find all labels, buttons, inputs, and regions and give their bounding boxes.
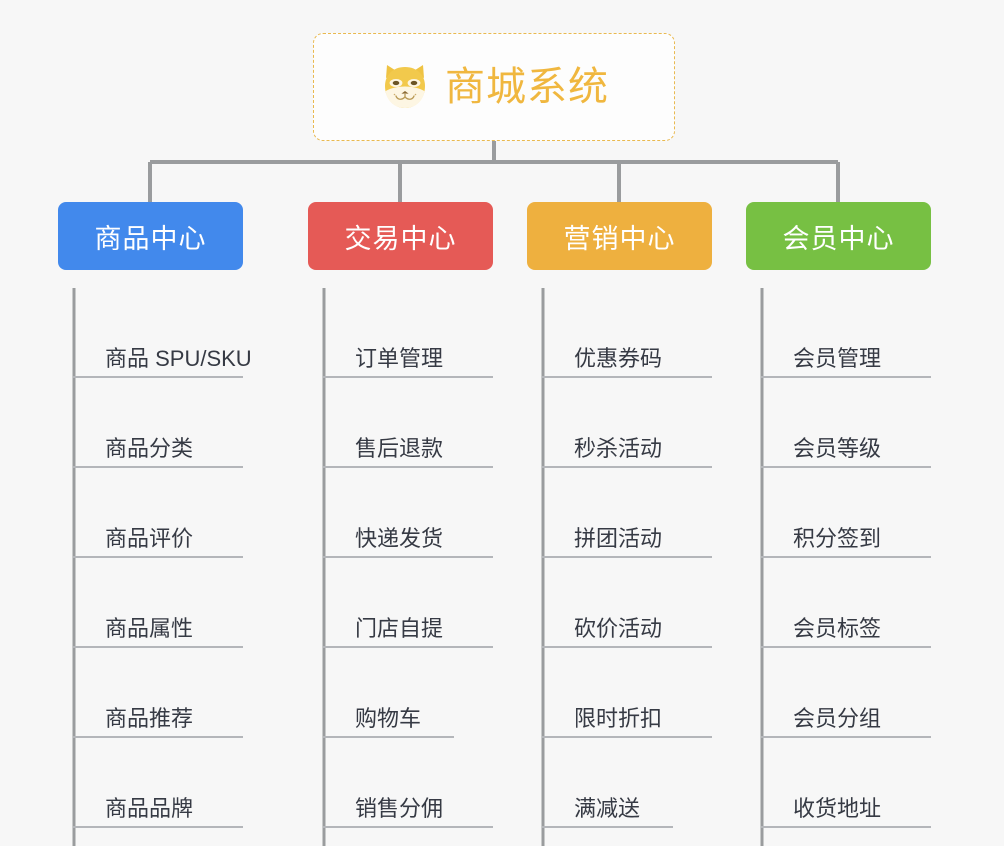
leaf-item[interactable]: 商品评价 <box>73 468 243 558</box>
leaf-item[interactable]: 订单管理 <box>323 288 493 378</box>
category-box-0[interactable]: 商品中心 <box>58 202 243 270</box>
leaf-rule <box>542 466 712 468</box>
leaf-label: 门店自提 <box>355 615 444 641</box>
shiba-dog-emoji <box>379 61 431 113</box>
category-column-3: 会员中心 会员管理 会员等级 积分签到 会 <box>746 202 931 846</box>
leaf-label: 满减送 <box>574 795 641 821</box>
category-column-1: 交易中心 订单管理 售后退款 快递发货 门 <box>308 202 493 846</box>
leaf-item[interactable]: 秒杀活动 <box>542 378 712 468</box>
leaf-rule <box>323 826 493 828</box>
leaf-rule <box>73 646 243 648</box>
leaf-rule <box>761 826 931 828</box>
leaf-rule <box>542 556 712 558</box>
leaf-item[interactable]: 积分签到 <box>761 468 931 558</box>
leaf-item[interactable]: 会员管理 <box>761 288 931 378</box>
leaf-label: 商品 SPU/SKU <box>105 345 252 371</box>
category-label-0: 商品中心 <box>94 223 207 254</box>
leaf-list-3: 会员管理 会员等级 积分签到 会员标签 会员分组 <box>746 288 931 846</box>
leaf-label: 订单管理 <box>355 345 444 371</box>
leaf-label: 售后退款 <box>355 435 444 461</box>
leaf-list-1: 订单管理 售后退款 快递发货 门店自提 购物车 <box>308 288 493 846</box>
leaf-label: 商品品牌 <box>105 795 194 821</box>
leaf-item[interactable]: 商品品牌 <box>73 738 243 828</box>
leaf-label: 商品评价 <box>105 525 194 551</box>
leaf-list-2: 优惠券码 秒杀活动 拼团活动 砍价活动 限时折扣 <box>527 288 712 846</box>
leaf-rule <box>542 826 673 828</box>
leaf-label: 商品属性 <box>105 615 194 641</box>
leaf-item[interactable]: 商品推荐 <box>73 648 243 738</box>
leaf-label: 会员管理 <box>793 345 882 371</box>
leaf-label: 收货地址 <box>793 795 882 821</box>
leaf-item[interactable]: 购物车 <box>323 648 493 738</box>
category-label-2: 营销中心 <box>563 223 676 254</box>
leaf-label: 砍价活动 <box>574 615 663 641</box>
leaf-item[interactable]: 商品 SPU/SKU <box>73 288 252 378</box>
leaf-item[interactable]: 砍价活动 <box>542 558 712 648</box>
leaf-label: 优惠券码 <box>574 345 663 371</box>
leaf-label: 快递发货 <box>355 525 444 551</box>
leaf-item[interactable]: 会员分组 <box>761 648 931 738</box>
leaf-rule <box>761 376 931 378</box>
leaf-rule <box>542 736 712 738</box>
root-node-mall-system[interactable]: 商城系统 <box>313 33 675 141</box>
leaf-label: 会员分组 <box>793 705 882 731</box>
leaf-item[interactable]: 限时折扣 <box>542 648 712 738</box>
leaf-rule <box>761 736 931 738</box>
leaf-rule <box>323 466 493 468</box>
leaf-item[interactable]: 快递发货 <box>323 468 493 558</box>
leaf-rule <box>73 826 243 828</box>
leaf-item[interactable]: 售后退款 <box>323 378 493 468</box>
leaf-rule <box>761 556 931 558</box>
leaf-item[interactable]: 拼团活动 <box>542 468 712 558</box>
leaf-item[interactable]: 满减送 <box>542 738 712 828</box>
root-title: 商城系统 <box>445 65 609 109</box>
leaf-label: 会员标签 <box>793 615 882 641</box>
leaf-rule <box>323 556 493 558</box>
category-box-2[interactable]: 营销中心 <box>527 202 712 270</box>
leaf-label: 购物车 <box>355 705 422 731</box>
category-label-1: 交易中心 <box>344 223 457 254</box>
leaf-item[interactable]: 会员等级 <box>761 378 931 468</box>
leaf-rule <box>761 466 931 468</box>
leaf-label: 会员等级 <box>793 435 882 461</box>
leaf-item[interactable]: 收货地址 <box>761 738 931 828</box>
leaf-item[interactable]: 商品分类 <box>73 378 243 468</box>
leaf-label: 限时折扣 <box>574 705 663 731</box>
leaf-item[interactable]: 销售分佣 <box>323 738 493 828</box>
leaf-rule <box>323 646 493 648</box>
category-box-1[interactable]: 交易中心 <box>308 202 493 270</box>
leaf-rule <box>761 646 931 648</box>
leaf-rule <box>542 376 712 378</box>
category-columns: 商品中心 商品 SPU/SKU 商品分类 商品评价 <box>0 202 1004 846</box>
leaf-rule <box>73 376 243 378</box>
leaf-list-0: 商品 SPU/SKU 商品分类 商品评价 商品属性 商品推荐 <box>58 288 252 846</box>
category-label-3: 会员中心 <box>782 223 895 254</box>
leaf-item[interactable]: 商品属性 <box>73 558 243 648</box>
leaf-item[interactable]: 会员标签 <box>761 558 931 648</box>
leaf-rule <box>323 376 493 378</box>
leaf-label: 积分签到 <box>793 525 882 551</box>
leaf-item[interactable]: 门店自提 <box>323 558 493 648</box>
leaf-rule <box>323 736 454 738</box>
leaf-label: 拼团活动 <box>574 525 663 551</box>
category-box-3[interactable]: 会员中心 <box>746 202 931 270</box>
leaf-rule <box>542 646 712 648</box>
leaf-label: 商品分类 <box>105 435 194 461</box>
category-column-0: 商品中心 商品 SPU/SKU 商品分类 商品评价 <box>58 202 252 846</box>
category-column-2: 营销中心 优惠券码 秒杀活动 拼团活动 砍 <box>527 202 712 846</box>
leaf-label: 销售分佣 <box>355 795 444 821</box>
leaf-rule <box>73 736 243 738</box>
leaf-rule <box>73 556 243 558</box>
leaf-label: 商品推荐 <box>105 705 194 731</box>
leaf-rule <box>73 466 243 468</box>
leaf-item[interactable]: 优惠券码 <box>542 288 712 378</box>
leaf-label: 秒杀活动 <box>574 435 663 461</box>
